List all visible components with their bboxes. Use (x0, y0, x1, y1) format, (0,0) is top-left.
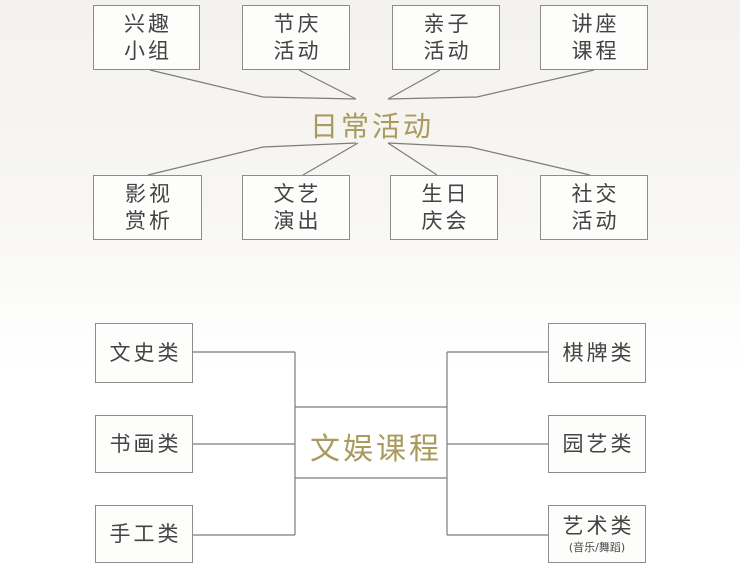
title-culture-courses: 文娱课程 (310, 432, 442, 467)
node-label: 演出 (273, 208, 322, 233)
node-label: 活动 (273, 38, 322, 63)
node-handicraft: 手工类 (95, 505, 193, 563)
node-label: 庆会 (421, 208, 470, 233)
node-label: 手工类 (109, 521, 182, 546)
node-art-performance: 文艺 演出 (242, 175, 350, 240)
node-label: 讲座 (571, 12, 620, 37)
node-birthday-celebration: 生日 庆会 (390, 175, 498, 240)
node-calligraphy-painting: 书画类 (95, 415, 193, 473)
connector (149, 69, 357, 100)
node-label: 课程 (571, 38, 620, 63)
node-label: 园艺类 (562, 431, 635, 456)
connector (387, 142, 591, 176)
node-arts: 艺术类 (音乐/舞蹈) (548, 505, 646, 563)
node-label: 艺术类 (562, 514, 635, 538)
node-label: 影视 (125, 182, 173, 207)
connector (302, 142, 359, 176)
node-interest-group: 兴趣 小组 (93, 5, 200, 70)
node-label: 棋牌类 (562, 340, 635, 365)
title-daily-activities: 日常活动 (309, 110, 434, 143)
node-label: 亲子 (423, 12, 472, 37)
node-label: 社交 (571, 182, 620, 207)
node-label: 活动 (571, 208, 620, 233)
connector (387, 142, 438, 176)
node-sublabel: (音乐/舞蹈) (568, 541, 626, 555)
connector (298, 69, 357, 100)
node-label: 兴趣 (124, 12, 172, 37)
node-label: 赏析 (125, 208, 173, 233)
node-label: 节庆 (273, 12, 322, 37)
connector (147, 142, 357, 176)
node-label: 文史类 (109, 340, 182, 365)
connector (387, 69, 595, 100)
node-label: 生日 (421, 182, 470, 207)
connector (387, 69, 441, 100)
node-social-activities: 社交 活动 (540, 175, 648, 240)
node-label: 书画类 (109, 431, 182, 456)
node-parent-child-activities: 亲子 活动 (392, 5, 500, 70)
node-label: 小组 (124, 38, 172, 63)
node-label: 文艺 (273, 182, 322, 207)
node-lecture-courses: 讲座 课程 (540, 5, 648, 70)
node-film-appreciation: 影视 赏析 (93, 175, 202, 240)
node-label: 活动 (423, 38, 472, 63)
node-gardening: 园艺类 (548, 415, 646, 473)
node-festival-activities: 节庆 活动 (242, 5, 350, 70)
node-chess-cards: 棋牌类 (548, 323, 646, 383)
node-literature-history: 文史类 (95, 323, 193, 383)
